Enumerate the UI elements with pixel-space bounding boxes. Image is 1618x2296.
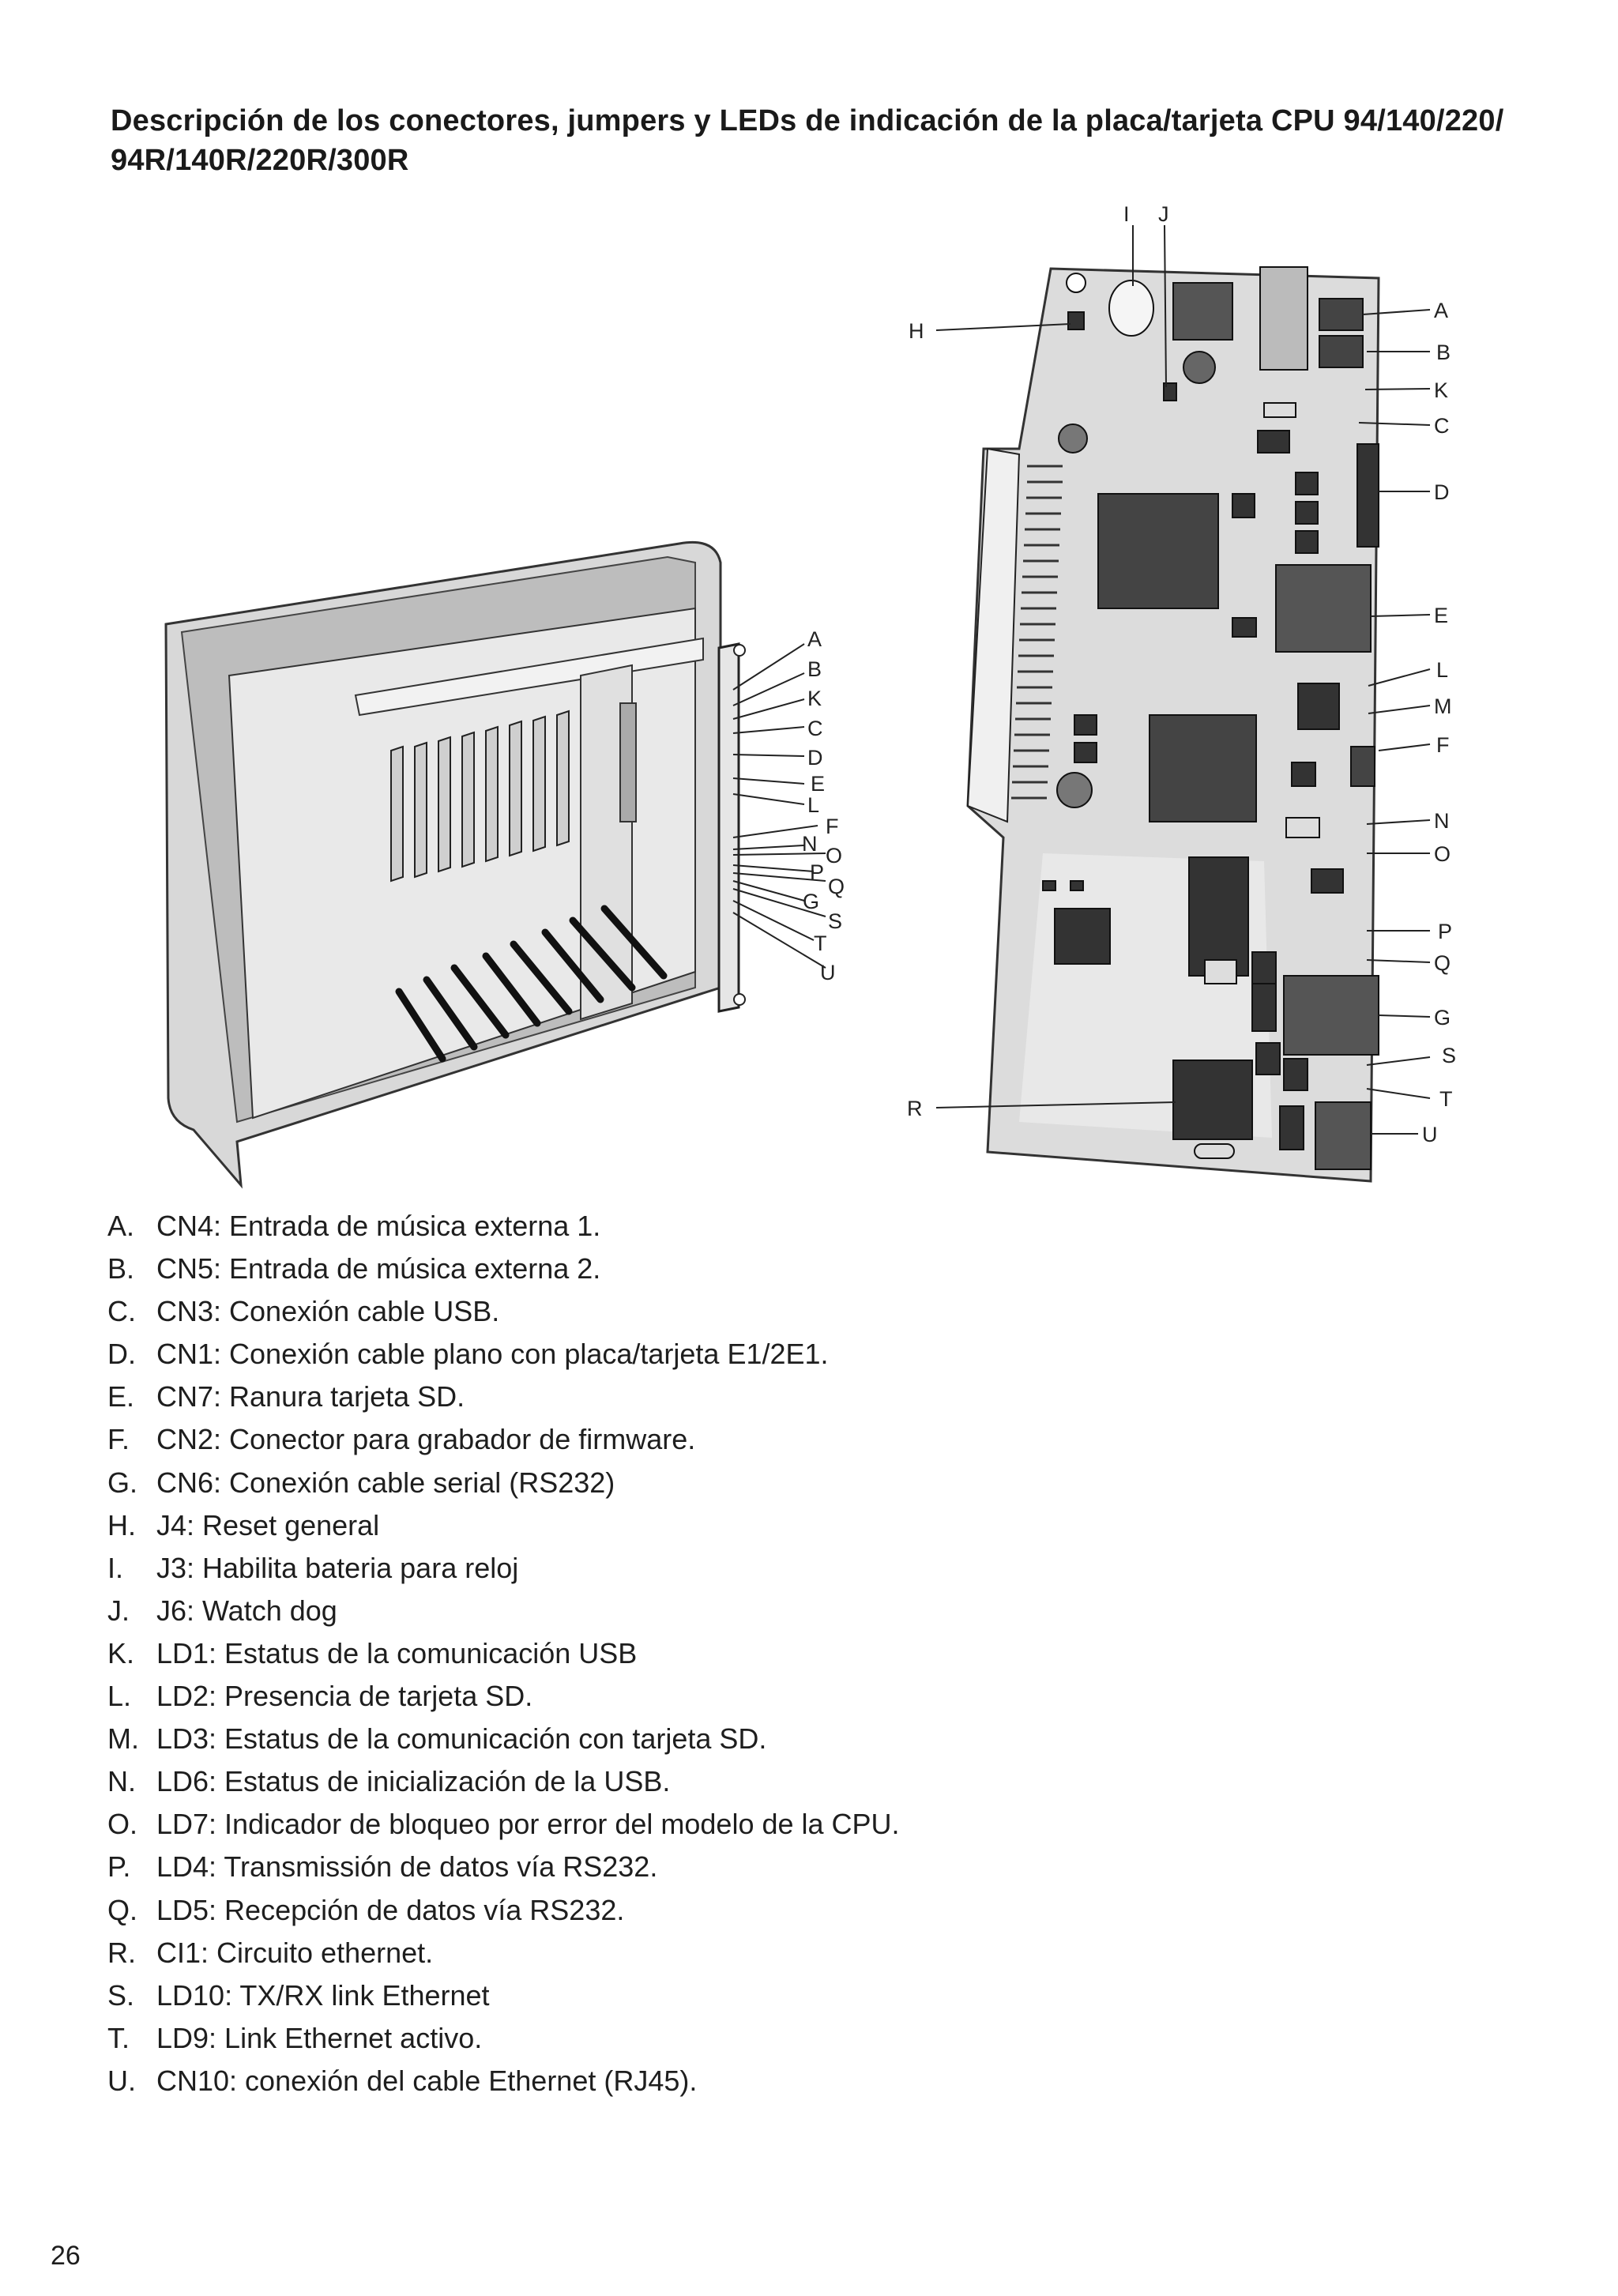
- legend-item: E.CN7: Ranura tarjeta SD.: [107, 1380, 465, 1413]
- board-callout-p: P: [1438, 920, 1452, 943]
- legend-item: S.LD10: TX/RX link Ethernet: [107, 1978, 490, 2012]
- board-callout-e: E: [1434, 604, 1448, 627]
- board-callout-t: T: [1439, 1087, 1453, 1111]
- legend-item: Q.LD5: Recepción de datos vía RS232.: [107, 1893, 625, 1926]
- board-callout-s: S: [1442, 1044, 1456, 1067]
- cabinet-callout-s: S: [828, 909, 842, 933]
- legend-item: H.J4: Reset general: [107, 1508, 380, 1541]
- cabinet-callout-c: C: [807, 717, 823, 740]
- page-title: Descripción de los conectores, jumpers y…: [111, 104, 1504, 177]
- cabinet-callout-e: E: [811, 772, 825, 796]
- board-callout-d: D: [1434, 480, 1450, 504]
- board-callout-q: Q: [1434, 951, 1451, 975]
- legend-item: B.CN5: Entrada de música externa 2.: [107, 1252, 601, 1285]
- legend-item: A.CN4: Entrada de música externa 1.: [107, 1210, 601, 1242]
- board-callout-k: K: [1434, 378, 1448, 402]
- cabinet-callout-k: K: [807, 687, 822, 710]
- cabinet-callout-n: N: [802, 832, 818, 856]
- board-callout-u: U: [1422, 1123, 1438, 1146]
- cabinet-callout-u: U: [820, 961, 836, 984]
- legend-item: L.LD2: Presencia de tarjeta SD.: [107, 1680, 533, 1713]
- cabinet-callout-d: D: [807, 746, 823, 770]
- board-callout-o: O: [1434, 842, 1451, 866]
- legend-item: O.LD7: Indicador de bloqueo por error de…: [107, 1808, 900, 1841]
- legend-item: J.J6: Watch dog: [107, 1594, 337, 1627]
- cabinet-callout-o: O: [826, 844, 842, 868]
- cabinet-callout-p: P: [810, 860, 824, 884]
- legend-item: C.CN3: Conexión cable USB.: [107, 1295, 500, 1328]
- cabinet-callout-t: T: [814, 932, 827, 955]
- legend-item: N.LD6: Estatus de inicialización de la U…: [107, 1765, 671, 1798]
- board-callout-l: L: [1436, 658, 1448, 682]
- cabinet-illustration: A B K C D E L F N O P Q G S T U: [164, 540, 845, 1189]
- legend-item: F.CN2: Conector para grabador de firmwar…: [107, 1423, 696, 1456]
- board-callout-i: I: [1123, 202, 1130, 226]
- legend-item: I.J3: Habilita bateria para reloj: [107, 1551, 519, 1584]
- legend-item: P.LD4: Transmissión de datos vía RS232.: [107, 1850, 658, 1884]
- cabinet-callout-f: F: [826, 815, 839, 838]
- legend-item: T.LD9: Link Ethernet activo.: [107, 2021, 483, 2054]
- legend-item: R.CI1: Circuito ethernet.: [107, 1936, 434, 1969]
- cabinet-callout-g: G: [803, 890, 819, 913]
- legend-item: G.CN6: Conexión cable serial (RS232): [107, 1466, 615, 1499]
- board-callout-b: B: [1436, 341, 1451, 364]
- legend-item: D.CN1: Conexión cable plano con placa/ta…: [107, 1338, 829, 1371]
- cpu-board-illustration: I J H A B K C D E L M F N O P Q G S T U …: [907, 202, 1456, 1183]
- cabinet-callout-q: Q: [828, 875, 845, 898]
- board-callout-j: J: [1158, 202, 1169, 226]
- board-callout-f: F: [1436, 733, 1450, 757]
- board-callout-g: G: [1434, 1006, 1451, 1029]
- cabinet-callout-b: B: [807, 657, 822, 681]
- board-callout-c: C: [1434, 414, 1450, 438]
- board-callout-m: M: [1434, 694, 1452, 718]
- board-callout-a: A: [1434, 299, 1448, 322]
- board-callout-r: R: [907, 1097, 923, 1120]
- page-number: 26: [51, 2241, 81, 2271]
- cabinet-callout-l: L: [807, 793, 819, 817]
- figure-container: A B K C D E L F N O P Q G S T U: [164, 202, 1456, 1189]
- legend-item: U.CN10: conexión del cable Ethernet (RJ4…: [107, 2064, 698, 2097]
- board-callout-n: N: [1434, 809, 1450, 833]
- board-callout-h: H: [909, 319, 924, 343]
- cabinet-callout-a: A: [807, 627, 822, 651]
- legend-list: A.CN4: Entrada de música externa 1. B.CN…: [107, 1205, 900, 2102]
- legend-item: M.LD3: Estatus de la comunicación con ta…: [107, 1722, 767, 1756]
- legend-item: K.LD1: Estatus de la comunicación USB: [107, 1636, 638, 1669]
